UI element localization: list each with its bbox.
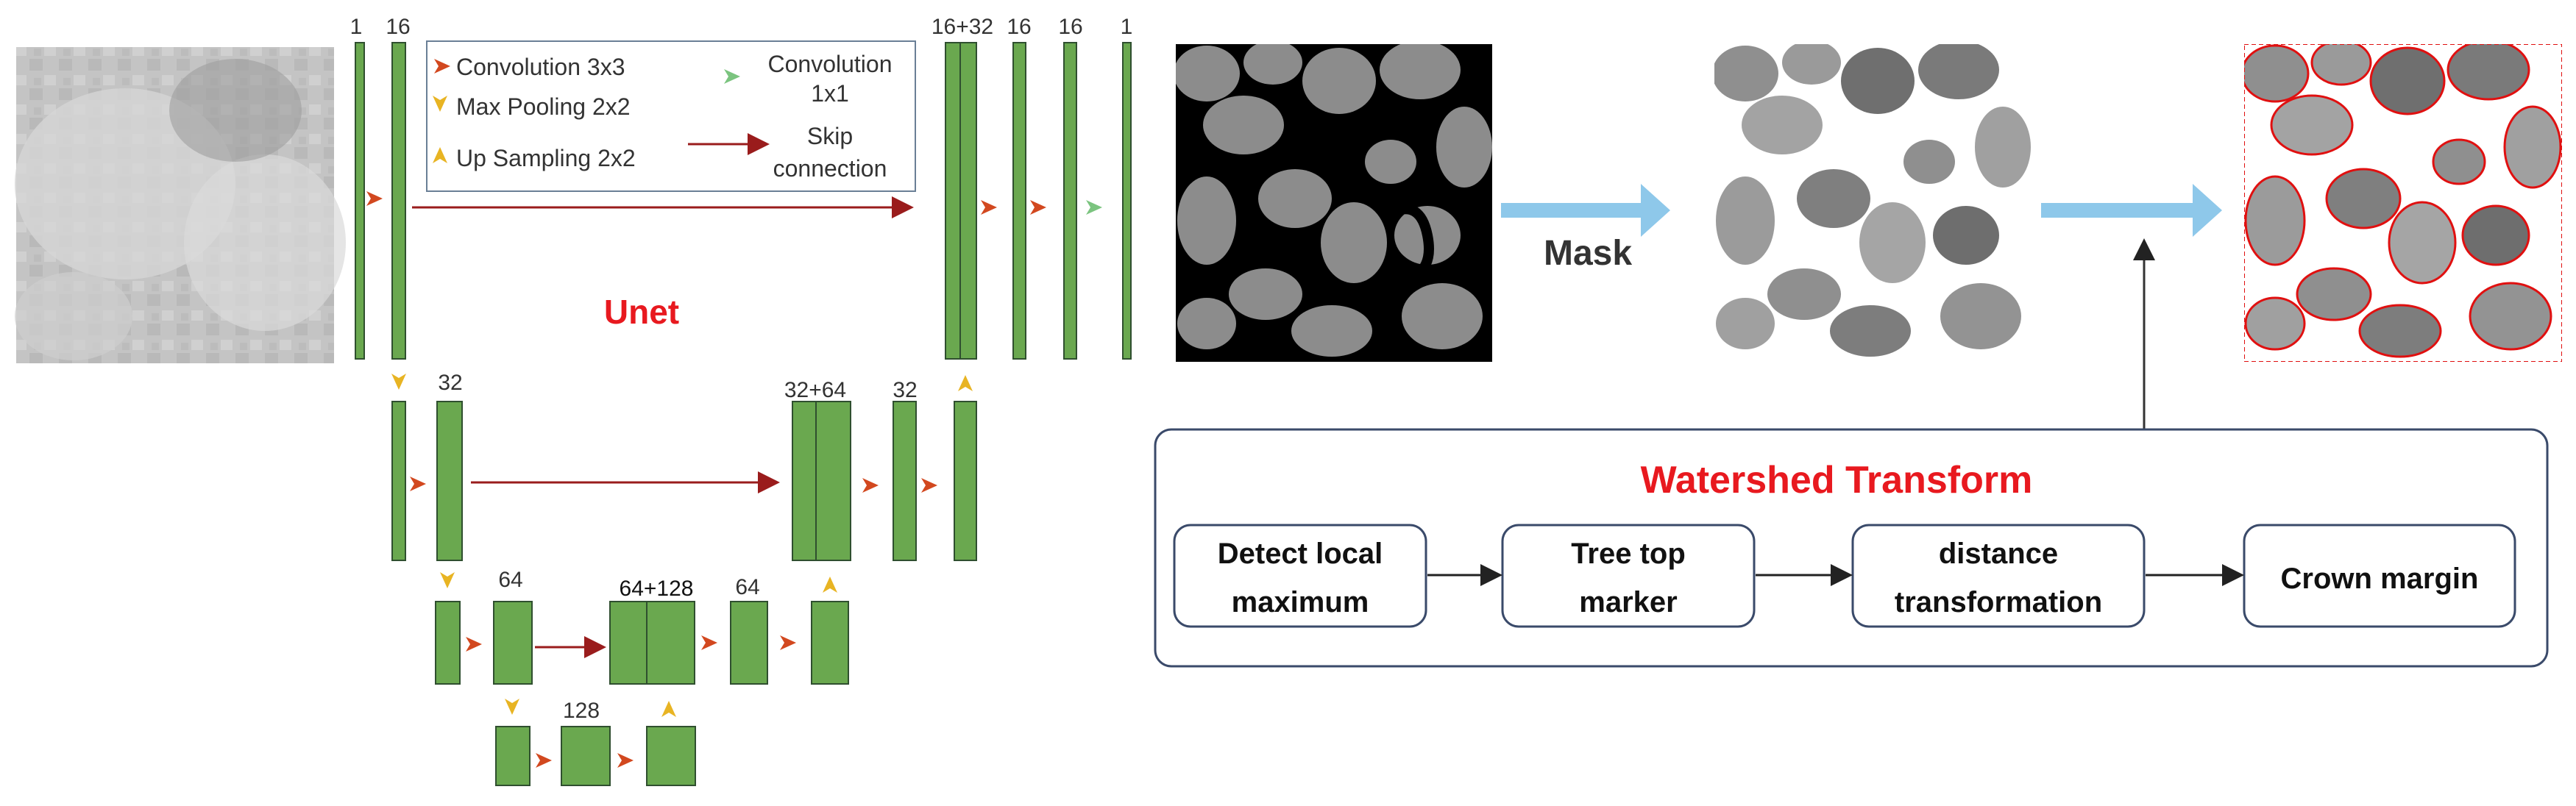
watershed-panel: Watershed Transform Detect local maximum… <box>1154 428 2549 668</box>
step-1-line2: maximum <box>1232 586 1369 618</box>
input-image <box>15 47 346 363</box>
legend-label-upsample: Up Sampling 2x2 <box>456 145 636 171</box>
crown-arrow-icon <box>2041 184 2222 237</box>
block-l1-dec-concat-a <box>945 42 961 360</box>
masked-image <box>1714 44 2032 362</box>
step-3-line1: distance <box>1939 538 2058 570</box>
unet-output-image <box>1176 44 1492 362</box>
mask-label: Mask <box>1544 234 1632 273</box>
conv1-arrow-icon <box>1086 200 1102 215</box>
block-l1-dec-b <box>1063 42 1077 360</box>
mask-arrow-icon <box>1501 184 1670 237</box>
unet-operations <box>366 191 1102 768</box>
channel-label: 16 <box>1007 15 1031 39</box>
legend-label-skip-line1: Skip <box>807 123 853 149</box>
conv3-arrow-icon <box>1030 200 1046 215</box>
channel-label: 32+64 <box>784 378 846 402</box>
conv3-arrow-icon <box>981 200 997 215</box>
block-l3-dec-concat-a <box>609 601 647 685</box>
block-l3-dec-concat-b <box>646 601 695 685</box>
maxpool-arrow-icon <box>391 374 406 390</box>
channel-label: 16 <box>386 15 410 39</box>
step-detect-local-maximum <box>1173 524 1427 628</box>
block-l1-in <box>355 42 365 360</box>
conv1-arrow-icon <box>724 69 740 84</box>
step-crown-margin <box>2243 524 2516 628</box>
block-l3-pool <box>435 601 461 685</box>
block-l1-enc <box>391 42 406 360</box>
block-l2-dec-concat-a <box>792 401 817 561</box>
block-l1-dec-a <box>1012 42 1026 360</box>
block-l4-up <box>646 726 696 786</box>
channel-label: 64 <box>498 568 522 592</box>
conv3-arrow-icon <box>921 478 937 493</box>
step-3-line2: transformation <box>1895 586 2102 618</box>
conv3-arrow-icon <box>780 635 796 650</box>
block-l3-up <box>811 601 849 685</box>
crown-segmentation-image <box>2244 44 2562 362</box>
block-l2-dec-concat-b <box>815 401 851 561</box>
step-tree-top-marker <box>1501 524 1756 628</box>
maxpool-arrow-icon <box>440 572 455 588</box>
upsample-arrow-icon <box>958 375 973 391</box>
step-1-line1: Detect local <box>1218 538 1383 570</box>
unet-feature-maps <box>355 42 1132 786</box>
maxpool-arrow-icon <box>433 96 447 112</box>
channel-label: 16+32 <box>932 15 993 39</box>
conv3-arrow-icon <box>366 191 383 206</box>
upsample-arrow-icon <box>823 577 837 593</box>
channel-label: 32 <box>438 371 462 395</box>
channel-label: 1 <box>1121 15 1133 39</box>
block-l2-dec <box>893 401 917 561</box>
unet-title: Unet <box>604 293 679 331</box>
channel-label: 32 <box>893 378 917 402</box>
block-l1-dec-concat-b <box>959 42 977 360</box>
channel-label: 16 <box>1058 15 1082 39</box>
upsample-arrow-icon <box>433 147 447 163</box>
block-l3-enc <box>493 601 533 685</box>
maxpool-arrow-icon <box>505 699 519 715</box>
upsample-arrow-icon <box>661 701 676 717</box>
legend: Convolution 3x3 Max Pooling 2x2 Up Sampl… <box>426 40 916 192</box>
legend-label-maxpool: Max Pooling 2x2 <box>456 93 631 120</box>
conv3-arrow-icon <box>434 59 450 74</box>
step-2-line2: marker <box>1579 586 1677 618</box>
step-4-line1: Crown margin <box>2281 563 2479 595</box>
channel-label: 64+128 <box>620 577 694 601</box>
legend-box <box>426 40 916 192</box>
legend-label-conv1-line2: 1x1 <box>811 80 849 107</box>
conv3-arrow-icon <box>701 635 717 650</box>
block-l1-out <box>1122 42 1132 360</box>
block-l4-enc <box>561 726 611 786</box>
skip-connections <box>412 196 914 658</box>
channel-label: 1 <box>350 15 363 39</box>
step-distance-transformation <box>1851 524 2146 628</box>
legend-label-conv1-line1: Convolution <box>768 51 893 77</box>
block-l2-pool <box>391 401 406 561</box>
block-l3-dec <box>730 601 768 685</box>
conv3-arrow-icon <box>410 477 426 491</box>
channel-labels: 1 16 16+32 16 16 1 32 32+64 32 64 64+128… <box>350 15 1133 723</box>
watershed-title: Watershed Transform <box>1641 459 2033 502</box>
conv3-arrow-icon <box>862 478 879 493</box>
block-l2-enc <box>436 401 463 561</box>
channel-label: 64 <box>735 575 759 599</box>
conv3-arrow-icon <box>536 753 552 768</box>
conv3-arrow-icon <box>466 637 482 652</box>
step-2-line1: Tree top <box>1571 538 1686 570</box>
block-l2-up <box>954 401 977 561</box>
channel-label: 128 <box>563 699 600 723</box>
conv3-arrow-icon <box>617 753 634 768</box>
block-l4-pool <box>495 726 531 786</box>
legend-label-conv3: Convolution 3x3 <box>456 54 625 80</box>
legend-label-skip-line2: connection <box>773 155 887 182</box>
